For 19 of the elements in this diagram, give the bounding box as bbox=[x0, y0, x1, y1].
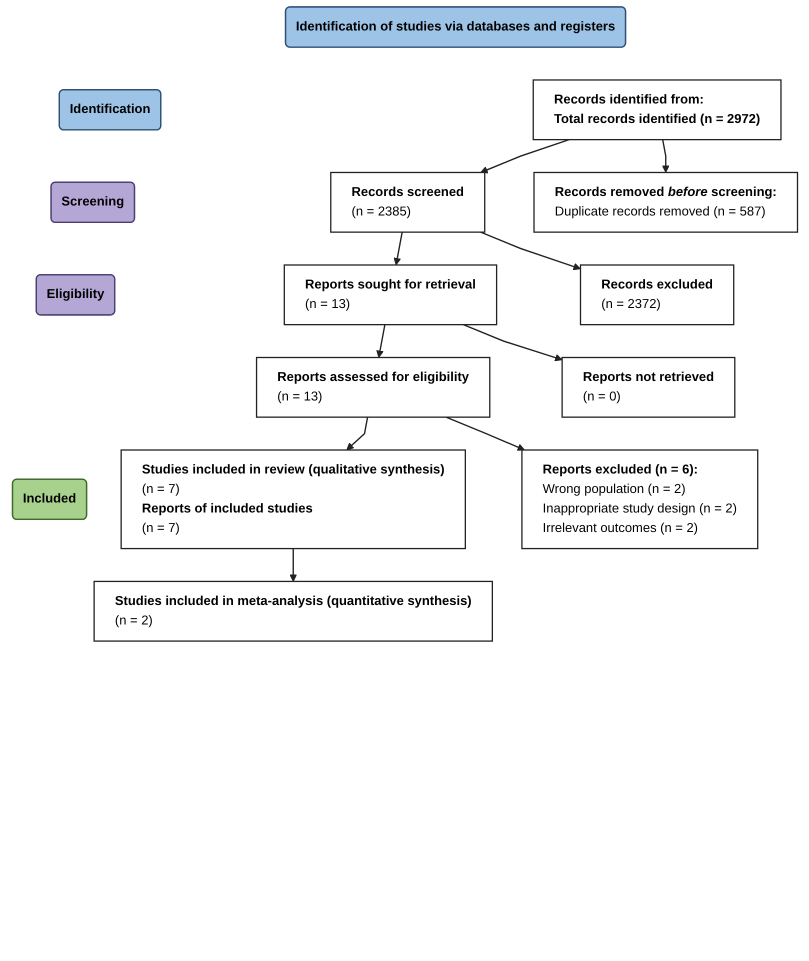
arrow bbox=[462, 324, 562, 362]
arrow bbox=[393, 232, 402, 266]
arrow bbox=[480, 138, 569, 174]
node-box: Records excluded (n = 2372) bbox=[579, 264, 734, 326]
node-box: Reports sought for retrieval (n = 13) bbox=[283, 264, 497, 326]
node-box: Studies included in meta-analysis (quantitative synthesis) (n = 2) bbox=[92, 580, 492, 642]
node-box: Reports assessed for eligibility (n = 13) bbox=[255, 356, 490, 418]
arrow bbox=[376, 324, 386, 358]
node-box: Reports excluded (n = 6): Wrong population (n = 2) Inappropriate study design (n = 2) Irrelevant outcomes (n = 2) bbox=[520, 449, 758, 550]
arrow bbox=[346, 417, 368, 450]
arrow bbox=[445, 416, 524, 451]
node-box: Studies included in review (qualitative synthesis) (n = 7) Reports of included studies (n = 7) bbox=[120, 449, 466, 550]
node-box: Records screened (n = 2385) bbox=[330, 172, 485, 233]
node-box: Reports not retrieved (n = 0) bbox=[560, 356, 735, 418]
arrow bbox=[480, 232, 580, 270]
arrow bbox=[288, 548, 297, 582]
node-box: Records removed before screening: Duplicate records removed (n = 587) bbox=[532, 172, 798, 233]
node-box: Records identified from: Total records identified (n = 2972) bbox=[532, 79, 782, 140]
arrow bbox=[661, 140, 670, 173]
